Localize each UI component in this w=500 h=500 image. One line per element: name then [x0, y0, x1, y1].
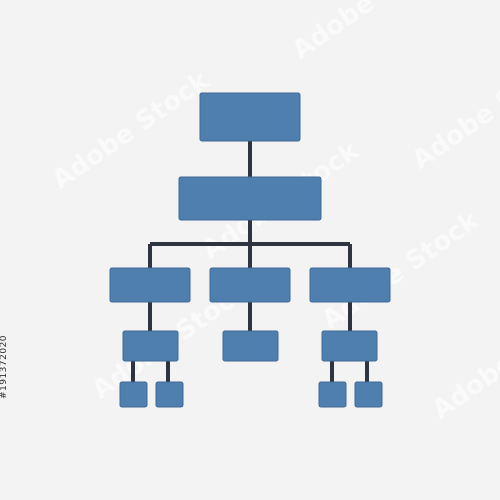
- level3-node-left-box: [109, 267, 191, 303]
- watermark-text: Adobe Stock: [407, 45, 500, 175]
- level3-node-right-box: [309, 267, 391, 303]
- level4-node-center-box: [222, 330, 279, 362]
- connectors: [131, 140, 369, 382]
- leaf-node-box: [119, 381, 148, 408]
- level4-node-right-box: [321, 330, 378, 362]
- leaf-node-box: [318, 381, 347, 408]
- boxes: [109, 92, 391, 408]
- watermark-text: Adobe Stock: [287, 0, 455, 66]
- leaf-node-box: [354, 381, 383, 408]
- level3-node-center-box: [209, 267, 291, 303]
- watermark-text: Adobe Stock: [47, 65, 215, 195]
- watermark-text: Adobe Stock: [427, 295, 500, 425]
- stock-id-label: #191372020: [0, 334, 10, 400]
- level4-node-left-box: [122, 330, 179, 362]
- leaf-node-box: [155, 381, 184, 408]
- level2-node-box: [178, 176, 322, 221]
- root-node-box: [199, 92, 301, 142]
